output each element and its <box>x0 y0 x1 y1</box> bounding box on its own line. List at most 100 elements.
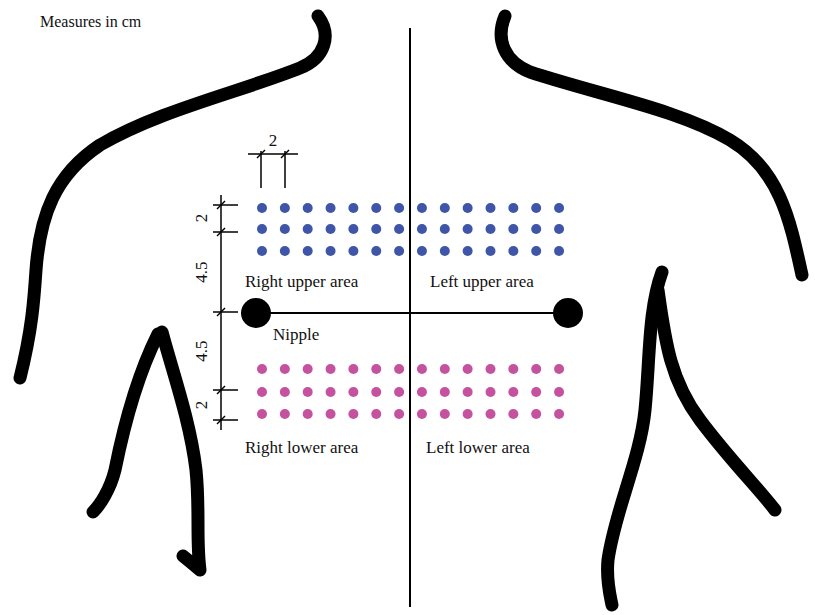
measurement-point <box>326 203 336 213</box>
right-shoulder <box>501 16 802 275</box>
dimension-value: 2 <box>193 401 210 410</box>
measurement-point <box>463 203 473 213</box>
area-label: Right upper area <box>245 273 358 290</box>
measurement-point <box>486 409 496 419</box>
measurement-point <box>257 203 267 213</box>
measurement-point <box>440 409 450 419</box>
measurement-point <box>326 246 336 256</box>
measurement-point <box>394 203 404 213</box>
measurement-point <box>417 246 427 256</box>
measurement-point <box>486 224 496 234</box>
measurement-point <box>303 409 313 419</box>
measurement-point <box>371 203 381 213</box>
measurement-point <box>531 364 541 374</box>
measurement-point <box>257 364 267 374</box>
measurement-point <box>463 409 473 419</box>
units-note: Measures in cm <box>40 14 141 30</box>
measurement-point <box>554 246 564 256</box>
measurement-point <box>371 224 381 234</box>
measurement-point <box>417 203 427 213</box>
measurement-point <box>303 224 313 234</box>
measurement-point <box>554 409 564 419</box>
measurement-point <box>280 364 290 374</box>
measurement-point <box>463 387 473 397</box>
measurement-point <box>508 364 518 374</box>
measurement-point <box>508 409 518 419</box>
measurement-point <box>394 387 404 397</box>
measurement-point <box>417 387 427 397</box>
measurement-point <box>326 409 336 419</box>
left-torso-side <box>93 334 158 512</box>
measurement-point <box>257 224 267 234</box>
measurement-point <box>417 409 427 419</box>
measurement-point <box>348 364 358 374</box>
measurement-point <box>303 203 313 213</box>
measurement-point <box>326 364 336 374</box>
measurement-point <box>348 246 358 256</box>
nipple-line <box>256 312 568 314</box>
measurement-point <box>326 387 336 397</box>
measurement-point <box>463 224 473 234</box>
measurement-point <box>371 246 381 256</box>
measurement-point <box>280 203 290 213</box>
area-label: Right lower area <box>245 439 358 456</box>
measurement-point <box>303 246 313 256</box>
right-torso-side <box>658 290 775 510</box>
measurement-point <box>486 246 496 256</box>
measurement-point <box>440 246 450 256</box>
measurement-point <box>440 224 450 234</box>
measurement-point <box>531 224 541 234</box>
measurement-point <box>486 203 496 213</box>
measurement-point <box>508 246 518 256</box>
measurement-point <box>486 387 496 397</box>
measurement-point <box>554 203 564 213</box>
measurement-point <box>303 364 313 374</box>
dimension-value: 4.5 <box>193 261 210 282</box>
measurement-point <box>348 224 358 234</box>
measurement-point <box>280 246 290 256</box>
measurement-point <box>280 224 290 234</box>
measurement-point <box>486 364 496 374</box>
left-arm <box>162 332 200 570</box>
measurement-point <box>257 246 267 256</box>
measurement-point <box>417 224 427 234</box>
measurement-point <box>440 387 450 397</box>
measurement-point <box>326 224 336 234</box>
measurement-point <box>417 364 427 374</box>
measurement-points <box>257 203 564 419</box>
right-arm <box>607 272 662 605</box>
nipple <box>241 298 271 328</box>
area-label: Left lower area <box>426 439 530 456</box>
measurement-point <box>303 387 313 397</box>
measurement-point <box>463 364 473 374</box>
measurement-point <box>371 364 381 374</box>
measurement-point <box>257 387 267 397</box>
dimension-lines <box>213 150 298 430</box>
nipple-label: Nipple <box>273 326 319 343</box>
measurement-point <box>394 246 404 256</box>
nipple <box>553 298 583 328</box>
measurement-point <box>440 203 450 213</box>
measurement-point <box>371 387 381 397</box>
dimension-value: 2 <box>193 214 210 223</box>
measurement-point <box>508 224 518 234</box>
midline <box>409 28 411 607</box>
measurement-point <box>531 387 541 397</box>
measurement-point <box>463 246 473 256</box>
measurement-point <box>554 224 564 234</box>
measurement-point <box>371 409 381 419</box>
dimension-value: 2 <box>269 132 278 149</box>
measurement-point <box>348 203 358 213</box>
measurement-point <box>508 387 518 397</box>
measurement-point <box>394 364 404 374</box>
measurement-point <box>531 246 541 256</box>
measurement-point <box>554 364 564 374</box>
measurement-point <box>280 409 290 419</box>
measurement-point <box>280 387 290 397</box>
measurement-point <box>394 409 404 419</box>
measurement-point <box>440 364 450 374</box>
measurement-point <box>508 203 518 213</box>
measurement-point <box>348 409 358 419</box>
dimension-value: 4.5 <box>193 340 210 361</box>
